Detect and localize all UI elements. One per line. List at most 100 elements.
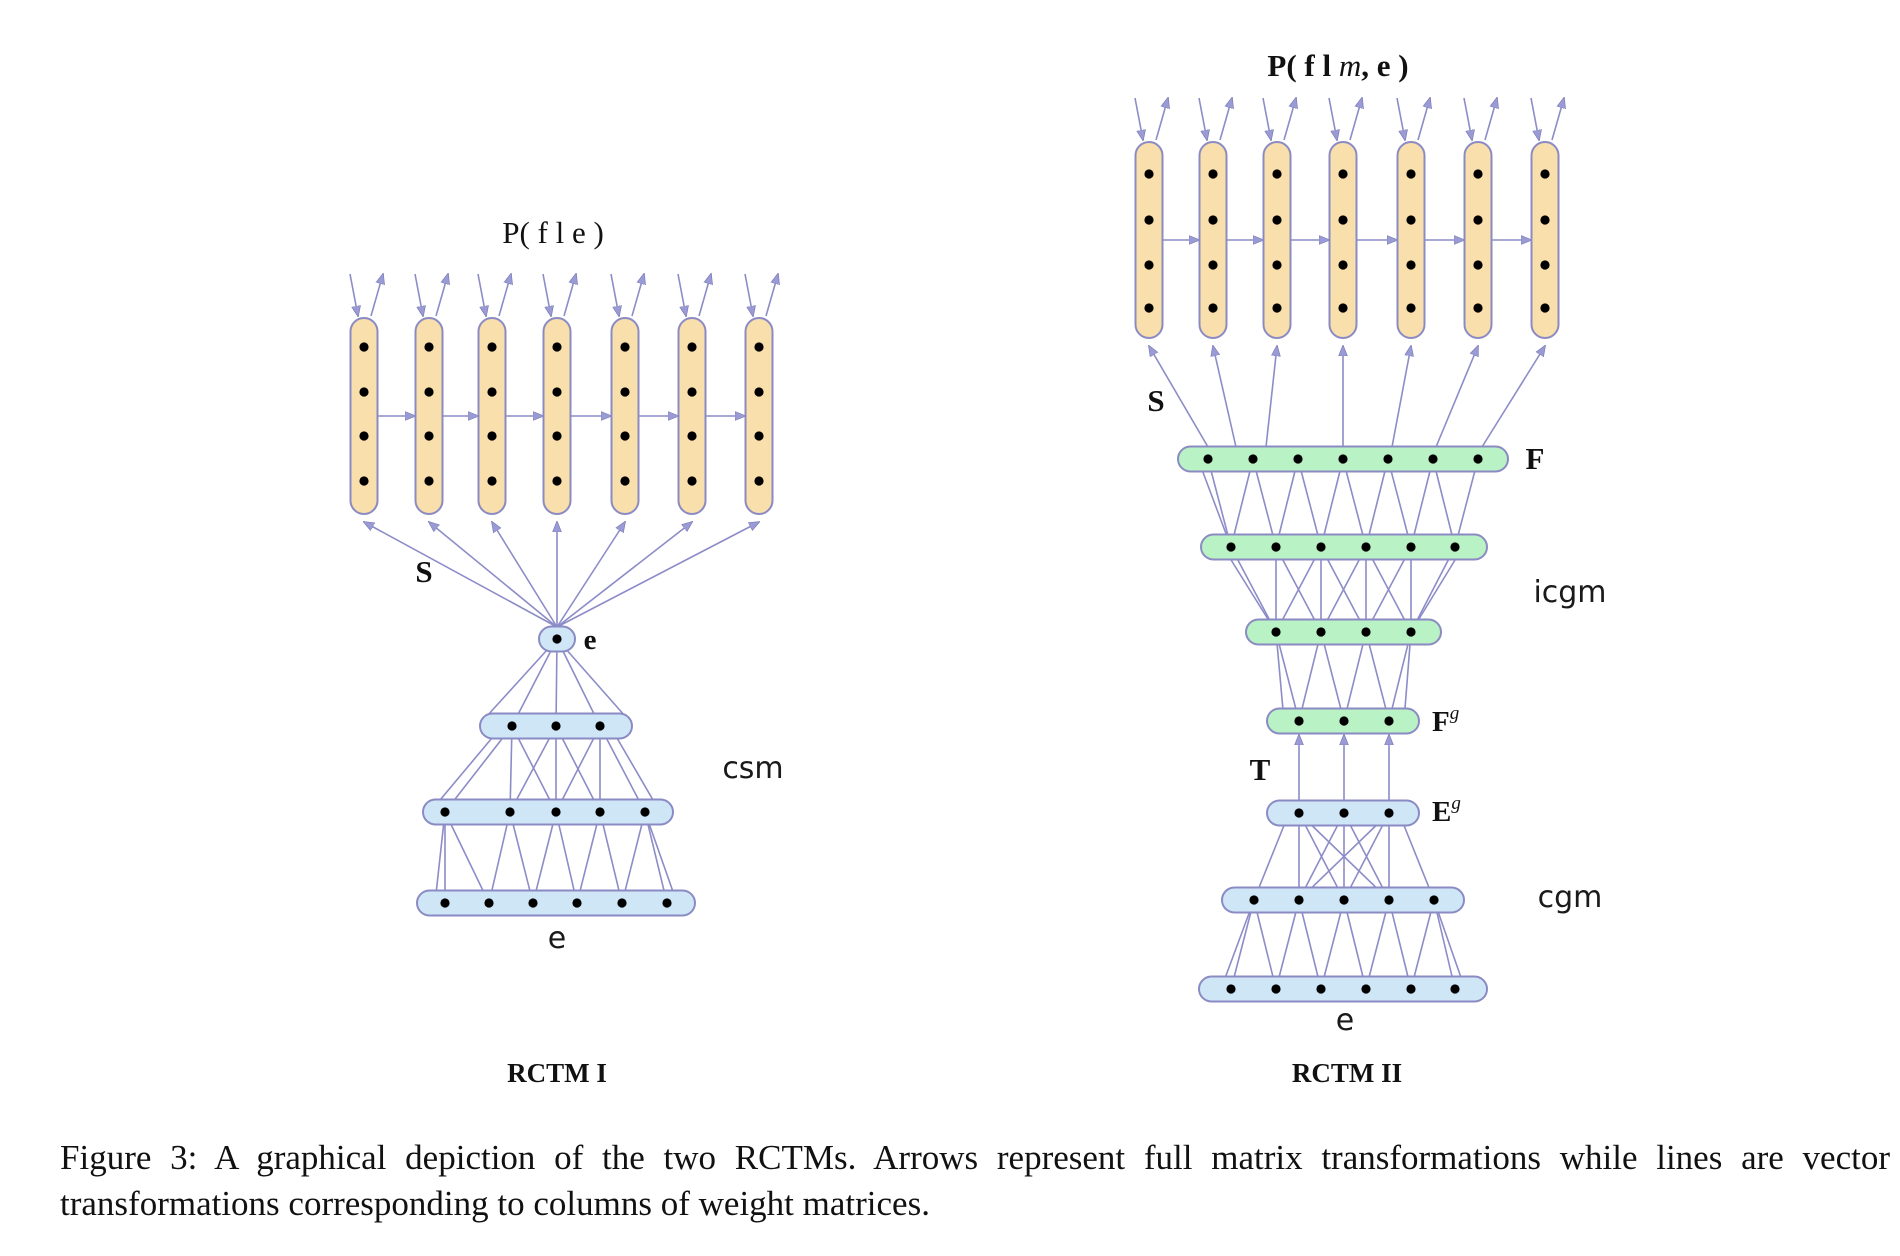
rctm1-input-layer — [416, 889, 696, 917]
rctm1-output-out-arrow — [563, 274, 576, 317]
rctm2-s-arrow — [1481, 346, 1545, 448]
rctm1-csm-layer-1-unit — [595, 721, 605, 731]
rctm1-s-label: S — [415, 554, 432, 589]
rctm2-f-layer-unit — [1473, 454, 1483, 464]
rctm2-fg-layer-unit — [1339, 716, 1349, 726]
rctm1-input-layer-unit — [528, 898, 538, 908]
rctm1-csm-layer-2-unit — [505, 807, 515, 817]
rctm2-output-label-m: m — [1339, 48, 1361, 83]
rctm2-output-out-arrow — [1551, 98, 1564, 141]
rctm1-output-column — [610, 317, 640, 515]
rctm2-cgm-edge — [1220, 899, 1255, 990]
rctm1-output-in-arrow — [542, 273, 551, 316]
rctm1-csm-edge — [444, 725, 513, 813]
rctm2-output-in-arrow — [1328, 97, 1337, 140]
rctm1-output-in-arrow — [610, 273, 619, 316]
rctm2-fg-layer-unit — [1384, 716, 1394, 726]
rctm2-cgm-edge — [1298, 812, 1345, 901]
rctm1-csm-layer-1-unit — [507, 721, 517, 731]
rctm1-output-column-unit — [424, 342, 434, 352]
rctm2-icgm-layer-1-unit — [1361, 542, 1371, 552]
rctm2-input-layer-unit — [1226, 984, 1236, 994]
rctm2-f-layer-unit — [1293, 454, 1303, 464]
rctm1-output-column-unit — [359, 342, 369, 352]
rctm2-icgm-layer-1-unit — [1450, 542, 1460, 552]
rctm2-input-layer-unit — [1316, 984, 1326, 994]
rctm1-output-column — [414, 317, 444, 515]
rctm1-output-column-unit — [754, 476, 764, 486]
rctm1-output-column-unit — [552, 342, 562, 352]
rctm2-icgm-edge — [1365, 458, 1389, 548]
rctm2-output-column-unit — [1540, 169, 1550, 179]
rctm1-s-arrow — [556, 522, 692, 628]
rctm2-cgm-edge — [1433, 899, 1456, 990]
rctm2-output-label: P( f l m, e ) — [1267, 48, 1408, 83]
rctm2-icgm-edge — [1387, 458, 1412, 548]
rctm2-icgm-edge — [1320, 631, 1345, 722]
rctm1-csm-edge — [621, 811, 646, 904]
rctm2-icgm-layer-2-unit — [1361, 627, 1371, 637]
rctm2-icgm-edge — [1365, 631, 1390, 722]
rctm1-csm-edge — [556, 638, 626, 717]
edges-layer — [349, 97, 1564, 990]
rctm1-output-column-unit — [424, 387, 434, 397]
rctm2-eg-label: Eg — [1432, 793, 1461, 828]
rctm1-csm-label: csm — [722, 751, 783, 786]
rctm2-input-layer-unit — [1361, 984, 1371, 994]
rctm1-output-out-arrow — [631, 274, 644, 317]
rctm1-csm-layer-2 — [422, 798, 674, 826]
rctm1-output-column-unit — [687, 476, 697, 486]
figure-caption: Figure 3: A graphical depiction of the t… — [60, 1138, 1890, 1223]
rctm1-input-layer-unit — [662, 898, 672, 908]
rctm2-output-column — [1134, 141, 1164, 339]
rctm1-csm-edge — [555, 811, 578, 904]
rctm2-output-column-unit — [1272, 215, 1282, 225]
rctm1-output-column-unit — [359, 387, 369, 397]
rctm1-caption-label: RCTM I — [507, 1058, 607, 1088]
rctm2-icgm-edge — [1252, 458, 1277, 548]
rctm2-icgm-edge — [1454, 458, 1479, 548]
nodes-layer — [349, 141, 1560, 1003]
rctm2-icgm-edge — [1388, 631, 1412, 722]
rctm2-f-layer-unit — [1383, 454, 1393, 464]
rctm2-output-in-arrow — [1396, 97, 1405, 140]
rctm1-s-arrow — [429, 522, 558, 628]
rctm1-csm-layer-2-unit — [595, 807, 605, 817]
rctm1-csm-edge — [509, 725, 513, 813]
rctm2-input-layer-unit — [1271, 984, 1281, 994]
rctm2-s-label: S — [1147, 383, 1164, 418]
rctm2-s-arrow — [1265, 346, 1277, 448]
rctm1-output-out-arrow — [370, 274, 383, 317]
rctm2-cgm-edge — [1343, 812, 1390, 901]
rctm1-csm-edge — [434, 811, 446, 904]
rctm2-eg-layer-unit — [1384, 808, 1394, 818]
rctm2-icgm-edge — [1222, 546, 1277, 633]
rctm1-input-layer-unit — [484, 898, 494, 908]
rctm2-icgm-layer-2-unit — [1316, 627, 1326, 637]
rctm2-icgm-edge — [1410, 546, 1456, 633]
rctm2-output-column-unit — [1540, 260, 1550, 270]
rctm2-output-in-arrow — [1198, 97, 1207, 140]
rctm1-output-column-unit — [620, 342, 630, 352]
rctm2-icgm-layer-1 — [1200, 533, 1488, 561]
rctm2-f-layer-unit — [1248, 454, 1258, 464]
rctm2-f-layer-unit — [1428, 454, 1438, 464]
rctm1-s-arrow — [556, 522, 759, 628]
rctm2-cgm-edge — [1275, 899, 1300, 990]
rctm2-icgm-edge — [1320, 458, 1344, 548]
rctm1-csm-edge — [488, 811, 511, 904]
rctm1-input-layer-unit — [440, 898, 450, 908]
rctm2-cgm-edge — [1298, 899, 1322, 990]
rctm2-cgm-edge — [1343, 899, 1367, 990]
rctm1-output-in-arrow — [414, 273, 423, 316]
rctm1-output-in-arrow — [677, 273, 686, 316]
rctm2-icgm-edge — [1432, 458, 1456, 548]
rctm1-csm-layer-1-unit — [551, 721, 561, 731]
rctm2-cgm-edge — [1298, 812, 1390, 901]
rctm2-f-layer-unit — [1338, 454, 1348, 464]
rctm2-icgm-edge — [1410, 458, 1434, 548]
rctm1-output-in-arrow — [477, 273, 486, 316]
rctm2-input-layer-unit — [1450, 984, 1460, 994]
rctm1-output-column-unit — [487, 387, 497, 397]
